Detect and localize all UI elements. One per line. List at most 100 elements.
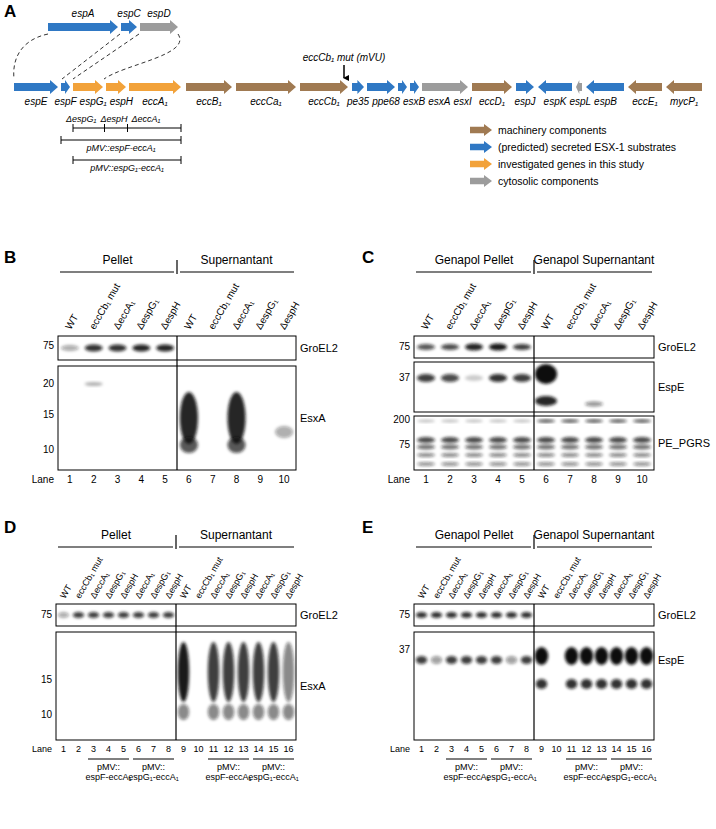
protein-band xyxy=(148,612,159,618)
legend-arrow xyxy=(470,124,492,136)
lane-number: 10 xyxy=(551,744,561,754)
protein-band xyxy=(465,344,483,351)
gene-label: eccD₁ xyxy=(479,96,505,108)
protein-band xyxy=(85,382,103,386)
complement-label: pMV:: espF-eccA₁ xyxy=(441,762,492,783)
arrow-shape xyxy=(666,80,702,94)
lane-number: 5 xyxy=(162,474,168,486)
protein-band xyxy=(461,612,472,618)
gene-arrow-shape xyxy=(352,80,364,94)
gene-label: espJ xyxy=(514,96,535,108)
mw-marker: 75 xyxy=(41,609,52,621)
protein-band xyxy=(489,462,507,466)
gene-arrow-shape xyxy=(586,80,624,94)
protein-band xyxy=(521,656,532,664)
mw-marker: 75 xyxy=(399,609,410,621)
arrow-shape xyxy=(576,80,582,94)
protein-band xyxy=(585,437,603,443)
gene-label: ppe68 xyxy=(372,96,400,108)
lane-number: 7 xyxy=(151,744,156,754)
gene-arrow: espD xyxy=(140,20,178,34)
gene-arrow: esxI xyxy=(422,80,468,94)
lane-number: 4 xyxy=(464,744,469,754)
protein-band xyxy=(253,642,264,702)
gene-arrow-shape xyxy=(106,80,126,94)
protein-band xyxy=(465,437,483,443)
complement-bracket xyxy=(611,759,652,760)
deletion-label: ΔespG₁ xyxy=(66,114,96,124)
strain-label: ΔespH xyxy=(515,300,540,332)
gene-label: espE xyxy=(25,96,48,108)
strain-label: ΔespG₁ xyxy=(134,296,161,331)
mutation-arrow xyxy=(343,65,345,78)
legend-swatch xyxy=(470,175,492,187)
legend-swatch xyxy=(470,158,492,170)
homology-dashes xyxy=(14,34,180,79)
protein-band xyxy=(441,445,459,450)
strain-label: WT xyxy=(58,583,74,600)
lane-caption: Lane xyxy=(390,744,410,754)
protein-band xyxy=(178,704,189,720)
tick xyxy=(181,124,182,132)
arrow-shape xyxy=(586,80,624,94)
dashed-link xyxy=(73,34,139,79)
lane-number: 4 xyxy=(139,474,145,486)
gene-arrow: pe35 xyxy=(352,80,364,94)
lane-number: 10 xyxy=(636,474,647,486)
legend-arrow xyxy=(470,141,492,153)
protein-band xyxy=(163,612,174,618)
lane-number: 2 xyxy=(76,744,81,754)
lane-number: 2 xyxy=(434,744,439,754)
protein-band xyxy=(535,396,557,406)
gene-label: espC xyxy=(117,8,140,20)
complement-label: pMV:: espF-eccA₁ xyxy=(561,762,612,783)
gene-label: espF xyxy=(54,96,76,108)
header-rule xyxy=(58,546,173,547)
gene-label: espL xyxy=(569,96,591,108)
lane-number: 7 xyxy=(567,474,573,486)
protein-label: GroEL2 xyxy=(658,341,696,354)
gene-arrow: mycP₁ xyxy=(666,80,702,94)
arrow-shape xyxy=(398,80,407,94)
strain-label: WT xyxy=(63,312,81,331)
arrow-shape xyxy=(470,175,492,187)
header-rule xyxy=(537,546,652,547)
arrow-shape xyxy=(61,80,70,94)
protein-band xyxy=(585,453,603,457)
protein-band xyxy=(85,345,103,352)
dashed-link xyxy=(62,34,120,79)
protein-band xyxy=(513,445,531,450)
arrow-shape xyxy=(140,20,178,34)
protein-band xyxy=(489,420,507,423)
gene-label: espK xyxy=(544,96,567,108)
protein-band xyxy=(513,453,531,457)
protein-band xyxy=(521,612,532,618)
gene-arrow-shape xyxy=(576,80,582,94)
protein-band xyxy=(238,642,249,702)
gene-label: esxI xyxy=(453,96,471,108)
gene-label: espD xyxy=(147,8,170,20)
protein-band xyxy=(61,345,79,351)
tick xyxy=(61,136,62,144)
header-rule xyxy=(416,271,531,272)
protein-band xyxy=(118,612,129,618)
fraction-header: Pellet xyxy=(102,254,132,268)
tick xyxy=(73,124,74,132)
header-rule xyxy=(60,271,174,272)
protein-band xyxy=(223,704,234,720)
gene-label: eccCa₁ xyxy=(250,96,282,108)
mw-marker: 37 xyxy=(399,644,410,656)
protein-band xyxy=(489,445,507,450)
dashed-link xyxy=(14,34,48,79)
protein-band xyxy=(465,375,483,381)
strain-label: WT xyxy=(419,312,437,331)
complement-bracket xyxy=(253,759,294,760)
protein-band xyxy=(446,656,457,664)
legend-text: (predicted) secreted ESX-1 substrates xyxy=(498,141,676,153)
lane-number: 10 xyxy=(279,474,290,486)
strain-label: ΔeccA₁ xyxy=(587,298,613,332)
construct-label: pMV::espG₁-eccA₁ xyxy=(90,163,164,173)
panel-letter: B xyxy=(4,248,16,268)
